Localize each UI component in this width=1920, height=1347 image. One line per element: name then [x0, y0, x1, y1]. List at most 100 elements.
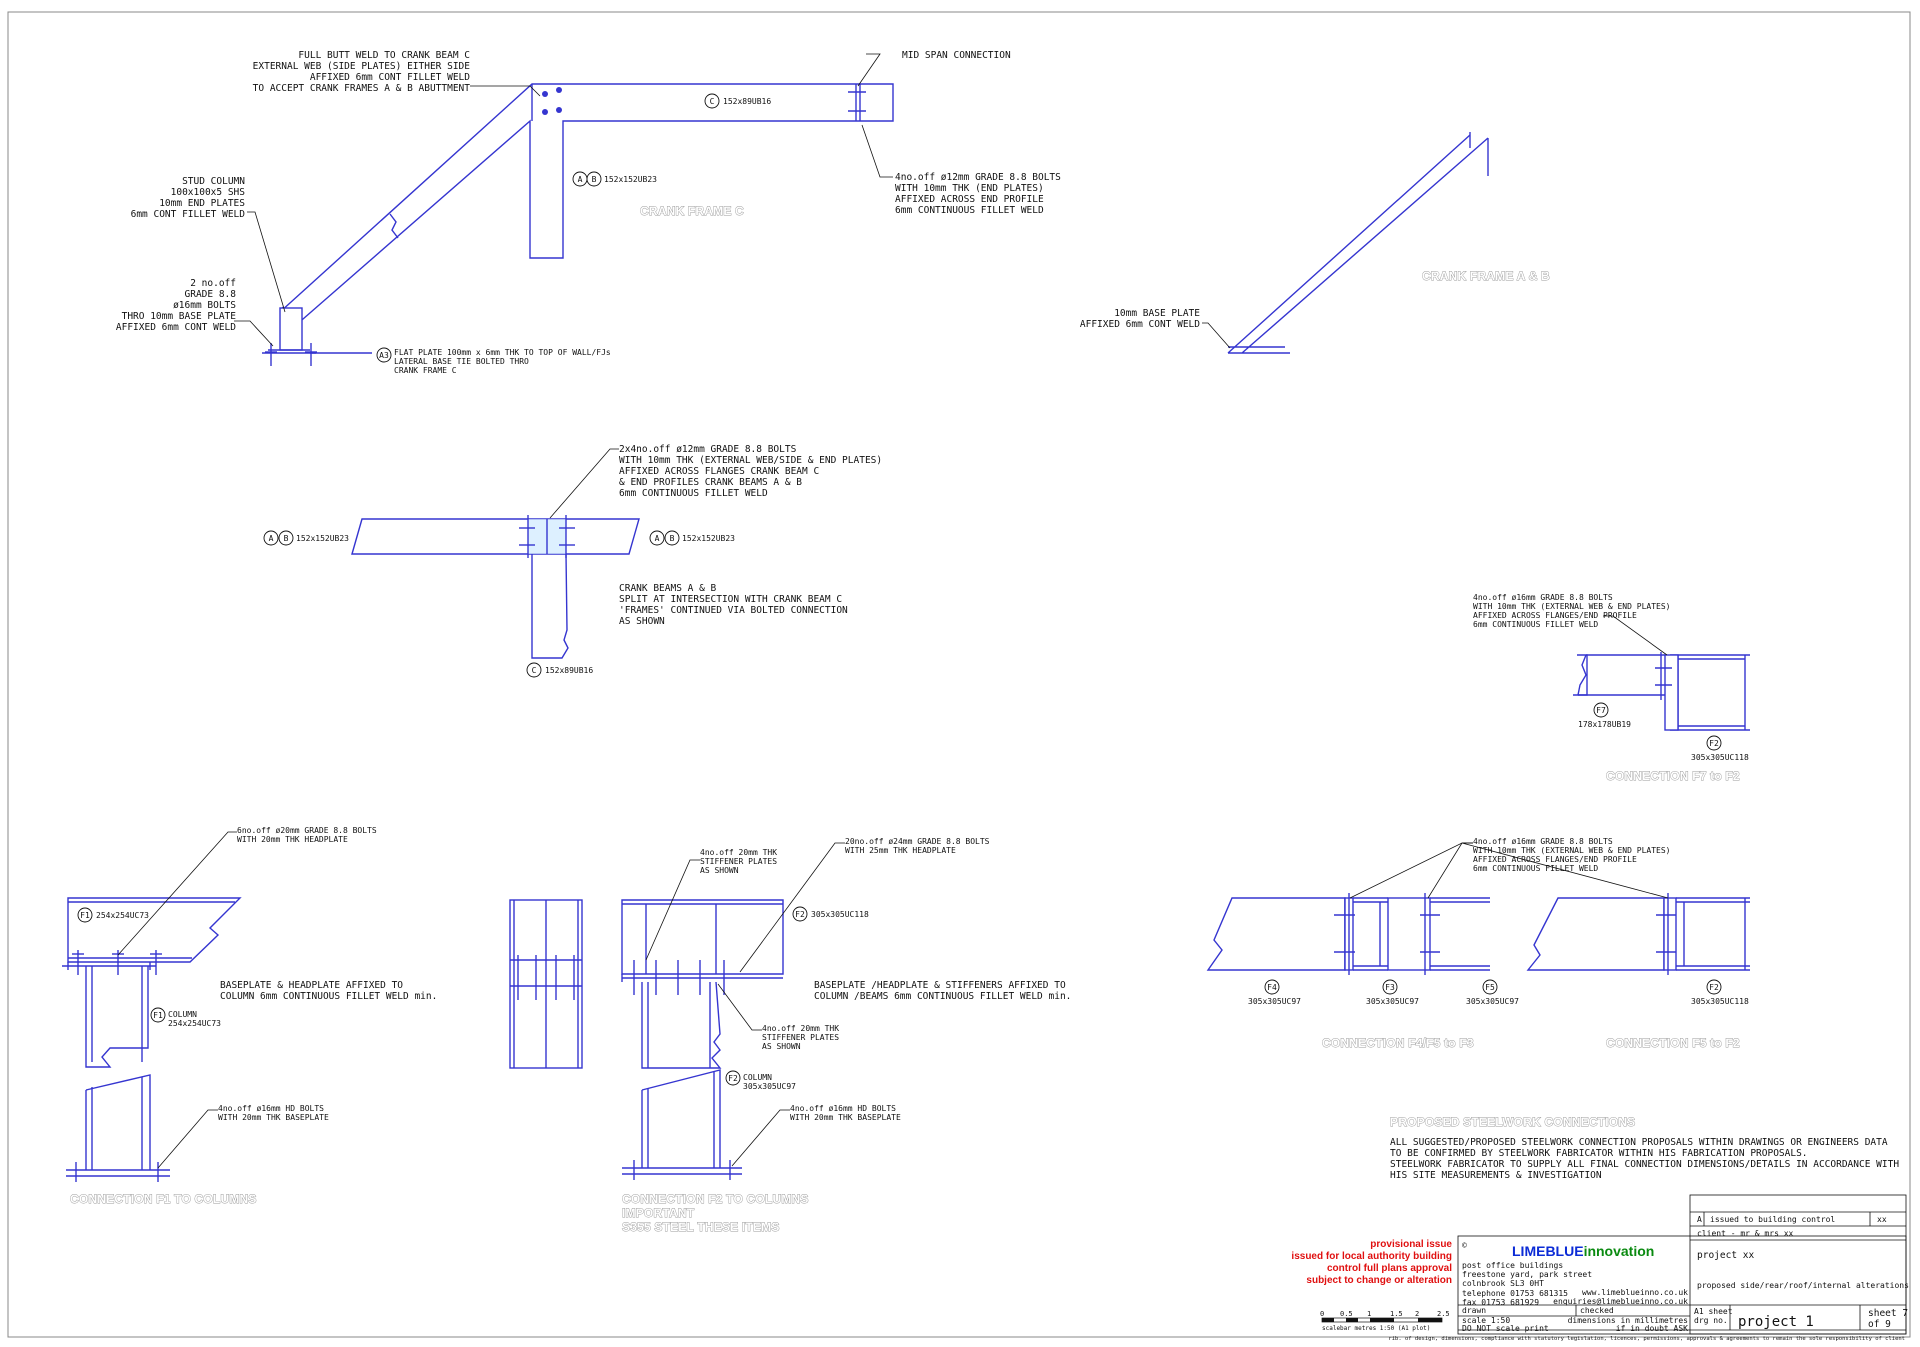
- tag-b-1: [586, 171, 602, 187]
- junction-leader: [549, 448, 619, 519]
- svg-text:B: B: [670, 534, 675, 543]
- connection-f1-detail: [62, 897, 242, 1182]
- size-uc118-2: 305x305UC118: [811, 910, 869, 919]
- drawn-label: drawn: [1462, 1306, 1486, 1315]
- size-uc97-f4: 305x305UC97: [1248, 997, 1301, 1006]
- rev-letter: A: [1697, 1215, 1702, 1224]
- svg-text:F5: F5: [1485, 983, 1495, 992]
- svg-text:B: B: [592, 175, 597, 184]
- tag-f2-3: [725, 1070, 741, 1086]
- scalebar: [1321, 1317, 1443, 1323]
- caption-crank-frame-c: CRANK FRAME C: [640, 204, 744, 218]
- tag-f1-2: [150, 1007, 166, 1023]
- description: proposed side/rear/roof/internal alterat…: [1697, 1281, 1909, 1290]
- svg-text:F2: F2: [1709, 983, 1719, 992]
- svg-text:A3: A3: [379, 351, 389, 360]
- connection-f4-f3-detail: [1206, 893, 1490, 975]
- crank-frame-ab-detail: [1227, 132, 1489, 354]
- size-uc97-f5: 305x305UC97: [1466, 997, 1519, 1006]
- svg-text:F1: F1: [80, 911, 90, 920]
- client: client - mr & mrs xx: [1697, 1229, 1794, 1238]
- size-ub23-1: 152x152UB23: [604, 175, 657, 184]
- svg-text:F1: F1: [153, 1011, 163, 1020]
- svg-text:A: A: [655, 534, 660, 543]
- tag-f3: [1382, 979, 1398, 995]
- tag-f7: [1593, 702, 1609, 718]
- connection-f7-f2-detail: [1573, 652, 1750, 731]
- connection-f5-f2-detail: [1526, 893, 1750, 975]
- tag-f5: [1482, 979, 1498, 995]
- logo: LIMEBLUEinnovation: [1512, 1243, 1654, 1259]
- size-ub19: 178x178UB19: [1578, 720, 1631, 729]
- f7-leader: [1603, 615, 1668, 656]
- size-uc73-1: 254x254UC73: [96, 911, 149, 920]
- size-uc97-f3: 305x305UC97: [1366, 997, 1419, 1006]
- svg-text:F2: F2: [795, 910, 805, 919]
- crank-frame-c-detail: [262, 83, 894, 366]
- copyright: ©: [1462, 1241, 1467, 1250]
- caption-f5-f2: CONNECTION F5 to F2: [1606, 1036, 1740, 1050]
- svg-text:F4: F4: [1267, 983, 1277, 992]
- svg-text:F7: F7: [1596, 706, 1606, 715]
- tag-a-2: [263, 530, 279, 546]
- size-ub23-2: 152x152UB23: [296, 534, 349, 543]
- tag-b-2: [278, 530, 294, 546]
- svg-text:F3: F3: [1385, 983, 1395, 992]
- svg-text:B: B: [284, 534, 289, 543]
- size-uc118-1: 305x305UC118: [1691, 753, 1749, 762]
- proposed-title: PROPOSED STEELWORK CONNECTIONS: [1390, 1115, 1635, 1129]
- crank-c-leaders: [234, 53, 893, 347]
- drawing-number: project 1: [1738, 1314, 1814, 1330]
- checked-label: checked: [1580, 1306, 1614, 1315]
- size-ub23-3: 152x152UB23: [682, 534, 735, 543]
- footer-note: rib. of design, dimensions, compliance w…: [1388, 1336, 1905, 1342]
- svg-text:A: A: [578, 175, 583, 184]
- proposed-body: ALL SUGGESTED/PROPOSED STEELWORK CONNECT…: [1390, 1137, 1899, 1181]
- connection-f2-detail: [509, 899, 784, 1180]
- tag-f1-1: [77, 907, 93, 923]
- tag-c-1: [704, 93, 720, 109]
- tag-f4: [1264, 979, 1280, 995]
- sheet-border: [7, 11, 1911, 1338]
- project: project xx: [1697, 1250, 1754, 1261]
- svg-text:C: C: [532, 666, 537, 675]
- size-ub16-2: 152x89UB16: [545, 666, 593, 675]
- svg-text:A: A: [269, 534, 274, 543]
- rev-by: xx: [1877, 1215, 1887, 1224]
- note-flat-plate: FLAT PLATE 100mm x 6mm THK TO TOP OF WAL…: [394, 348, 611, 375]
- caption-f4-f3: CONNECTION F4/F5 to F3: [1322, 1036, 1474, 1050]
- rev-text: issued to building control: [1710, 1215, 1835, 1224]
- caption-f7-f2: CONNECTION F7 to F2: [1606, 769, 1740, 783]
- mid-junction-detail: [351, 515, 640, 659]
- tag-a3: [376, 347, 392, 363]
- note-mid-span: MID SPAN CONNECTION: [902, 50, 1011, 61]
- svg-text:C: C: [710, 97, 715, 106]
